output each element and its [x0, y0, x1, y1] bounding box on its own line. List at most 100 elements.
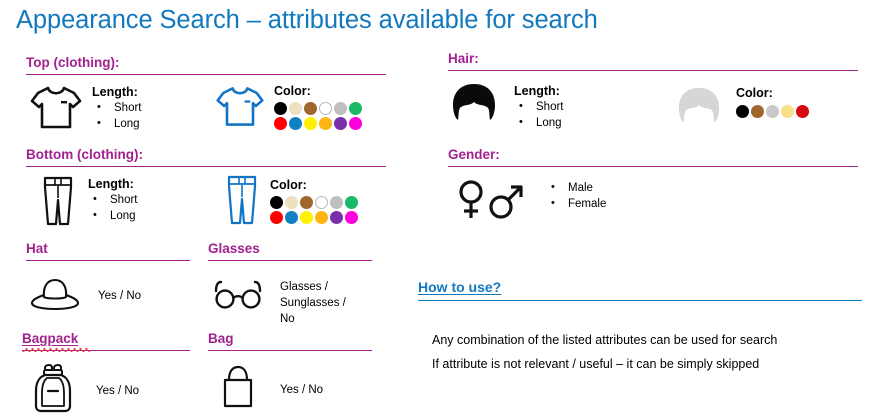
bottom-clothing-color-block: Color: [222, 172, 358, 233]
swatch-yellow[interactable] [304, 117, 317, 130]
section-how-to-use: How to use? [418, 278, 862, 301]
top-clothing-length-block: Length: Short Long [28, 82, 142, 137]
list-item: Male [546, 179, 606, 196]
swatch-black[interactable] [736, 105, 749, 118]
swatch-white[interactable] [319, 102, 332, 115]
section-bottom-clothing: Bottom (clothing): [26, 146, 386, 167]
swatch-magenta[interactable] [345, 211, 358, 224]
list-item: Female [546, 195, 606, 212]
how-to-use-line: If attribute is not relevant / useful – … [432, 357, 760, 371]
swatch-blue[interactable] [289, 117, 302, 130]
swatch-magenta[interactable] [349, 117, 362, 130]
section-heading-how-to-use: How to use? [418, 279, 502, 295]
section-divider [208, 260, 372, 261]
color-label: Color: [274, 84, 311, 98]
swatch-brown[interactable] [300, 196, 313, 209]
how-to-use-line: Any combination of the listed attributes… [432, 333, 778, 347]
length-options-list: Short Long [514, 98, 564, 131]
section-heading-bagpack: Bagpack [22, 331, 79, 346]
bag-value-block: Yes / No [218, 364, 323, 415]
section-gender: Gender: [448, 146, 858, 167]
swatch-gray[interactable] [766, 105, 779, 118]
list-item: Short [88, 191, 138, 208]
section-hair: Hair: [448, 50, 858, 71]
swatch-gray[interactable] [334, 102, 347, 115]
swatch-black[interactable] [274, 102, 287, 115]
section-divider [26, 166, 386, 167]
section-bag: Bag [208, 330, 372, 351]
color-label: Color: [736, 86, 773, 100]
swatch-brown[interactable] [751, 105, 764, 118]
glasses-icon [210, 278, 266, 317]
bag-icon [218, 364, 258, 415]
section-heading-gender: Gender: [448, 147, 500, 162]
list-item: Long [514, 114, 564, 131]
length-options-list: Short Long [92, 99, 142, 132]
page-title: Appearance Search – attributes available… [16, 6, 598, 34]
color-swatch-row [274, 117, 362, 130]
top-clothing-color-block: Color: [214, 82, 362, 135]
swatch-black[interactable] [270, 196, 283, 209]
list-item: Long [92, 115, 142, 132]
section-heading-hat: Hat [26, 241, 48, 256]
glasses-value-block: Glasses / Sunglasses / No [210, 278, 352, 327]
how-to-use-lines: Any combination of the listed attributes… [432, 328, 777, 376]
hair-color-swatch-row [736, 105, 809, 118]
color-swatch-row [270, 211, 358, 224]
swatch-orange[interactable] [315, 211, 328, 224]
swatch-green[interactable] [345, 196, 358, 209]
length-label: Length: [92, 85, 138, 99]
section-heading-bottom-clothing: Bottom (clothing): [26, 147, 143, 162]
length-label: Length: [514, 84, 560, 98]
swatch-blue[interactable] [285, 211, 298, 224]
swatch-beige[interactable] [289, 102, 302, 115]
section-divider [208, 350, 372, 351]
gender-symbols-icon [452, 176, 526, 229]
section-heading-top-clothing: Top (clothing): [26, 55, 120, 70]
bag-value: Yes / No [280, 383, 324, 396]
bagpack-value: Yes / No [96, 384, 140, 397]
section-divider-blue [418, 300, 862, 301]
hat-value: Yes / No [98, 289, 142, 302]
hat-value-block: Yes / No [28, 275, 141, 316]
list-item: Short [514, 98, 564, 115]
swatch-purple[interactable] [330, 211, 343, 224]
swatch-purple[interactable] [334, 117, 347, 130]
backpack-icon [32, 362, 74, 419]
glasses-value: Glasses / Sunglasses / No [280, 281, 346, 325]
section-divider [26, 260, 190, 261]
pants-icon [38, 174, 78, 233]
hair-icon [448, 82, 500, 131]
bottom-clothing-length-block: Length: Short Long [38, 174, 138, 233]
swatch-green[interactable] [349, 102, 362, 115]
swatch-beige[interactable] [285, 196, 298, 209]
swatch-brown[interactable] [304, 102, 317, 115]
swatch-yellow[interactable] [300, 211, 313, 224]
section-top-clothing: Top (clothing): [26, 54, 386, 75]
swatch-red[interactable] [270, 211, 283, 224]
color-swatch-grid [274, 102, 362, 130]
section-heading-glasses: Glasses [208, 241, 260, 256]
swatch-red[interactable] [274, 117, 287, 130]
section-divider [22, 350, 190, 351]
section-divider [26, 74, 386, 75]
color-swatch-row [274, 102, 362, 115]
length-options-list: Short Long [88, 191, 138, 224]
tshirt-icon [28, 82, 84, 137]
list-item: Short [92, 99, 142, 116]
swatch-white[interactable] [315, 196, 328, 209]
color-label: Color: [270, 178, 307, 192]
section-heading-bag: Bag [208, 331, 234, 346]
hair-gray-icon [674, 86, 724, 133]
swatch-red[interactable] [796, 105, 809, 118]
spellcheck-underline [22, 348, 90, 352]
hair-length-block: Length: Short Long [448, 82, 564, 131]
gender-options-list: Male Female [546, 179, 606, 212]
section-hat: Hat [26, 240, 190, 261]
swatch-blonde[interactable] [781, 105, 794, 118]
swatch-gray[interactable] [330, 196, 343, 209]
swatch-orange[interactable] [319, 117, 332, 130]
section-bagpack: Bagpack [22, 330, 190, 351]
color-swatch-grid [270, 196, 358, 224]
